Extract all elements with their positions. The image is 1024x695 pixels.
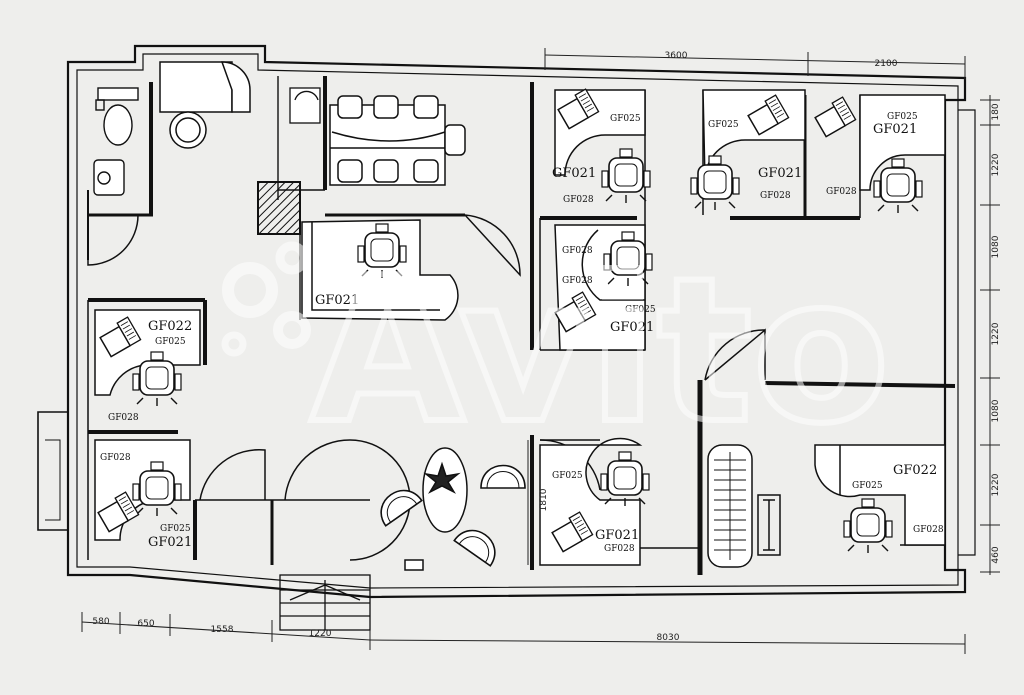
dim-bottom-1558: 1558 <box>211 625 234 635</box>
lounge-area <box>372 447 526 571</box>
label-gf028-d: GF028 <box>562 276 593 286</box>
workstation-labels: GF025 GF021 GF021 GF025 GF025 GF021 GF02… <box>100 112 944 554</box>
dim-right-1220b: 1220 <box>991 322 1001 345</box>
label-gf028-left-b: GF028 <box>100 453 131 463</box>
label-gf021-left-b: GF021 <box>148 535 192 550</box>
label-gf021-bottom: GF021 <box>595 528 639 543</box>
hatched-column <box>257 181 301 235</box>
dim-right-1080a: 1080 <box>991 235 1001 258</box>
utility-cabinet <box>289 87 321 124</box>
dim-top-2100: 2100 <box>875 59 898 69</box>
dim-bottom-1220: 1220 <box>309 629 332 639</box>
dim-right-1220c: 1220 <box>991 473 1001 496</box>
label-gf028-right: GF028 <box>913 525 944 535</box>
label-gf021-top-left: GF021 <box>552 166 596 181</box>
dim-bottom-580: 580 <box>92 617 109 627</box>
label-gf028-bottom: GF028 <box>604 544 635 554</box>
reception-desk <box>301 219 459 321</box>
watermark: Avito <box>221 232 893 471</box>
label-gf028-top-left: GF028 <box>563 195 594 205</box>
label-gf021-mid-right: GF021 <box>758 166 802 181</box>
label-gf021-mid: GF021 <box>610 320 654 335</box>
dim-bottom-8030: 8030 <box>657 633 680 643</box>
label-gf028-b: GF028 <box>826 187 857 197</box>
dim-left-1810: 1810 <box>539 488 549 511</box>
label-gf021-reception: GF021 <box>315 293 359 308</box>
dim-right-460: 460 <box>991 546 1001 563</box>
label-gf028-a: GF028 <box>760 191 791 201</box>
label-gf025-right: GF025 <box>852 481 883 491</box>
label-gf025-mid: GF025 <box>625 305 656 315</box>
label-gf025-top-right: GF025 <box>887 112 918 122</box>
dim-top-3600: 3600 <box>665 51 688 61</box>
watermark-text: Avito <box>310 235 890 468</box>
label-gf028-c: GF028 <box>562 246 593 256</box>
label-gf022-right: GF022 <box>893 463 937 478</box>
label-gf025-top-left: GF025 <box>610 114 641 124</box>
label-gf025-left-b: GF025 <box>160 524 191 534</box>
dim-right-1220a: 1220 <box>991 153 1001 176</box>
toilet-fixtures <box>93 87 139 196</box>
dimension-lines <box>81 48 1000 654</box>
dim-right-180: 180 <box>991 103 1001 120</box>
label-gf021-top-right: GF021 <box>873 122 917 137</box>
dim-bottom-650: 650 <box>137 619 154 629</box>
label-gf025-bottom: GF025 <box>552 471 583 481</box>
label-gf025-left: GF025 <box>155 337 186 347</box>
label-gf022-left: GF022 <box>148 319 192 334</box>
stair-radiator <box>707 444 781 568</box>
label-gf028-left-a: GF028 <box>108 413 139 423</box>
dim-right-1080b: 1080 <box>991 399 1001 422</box>
label-gf025-top-mid: GF025 <box>708 120 739 130</box>
dimension-labels: 3600 2100 180 1220 1080 1220 1080 1220 4… <box>92 51 1001 643</box>
entrance-steps <box>279 574 371 631</box>
meeting-table <box>329 95 466 186</box>
office-desk <box>159 61 251 149</box>
